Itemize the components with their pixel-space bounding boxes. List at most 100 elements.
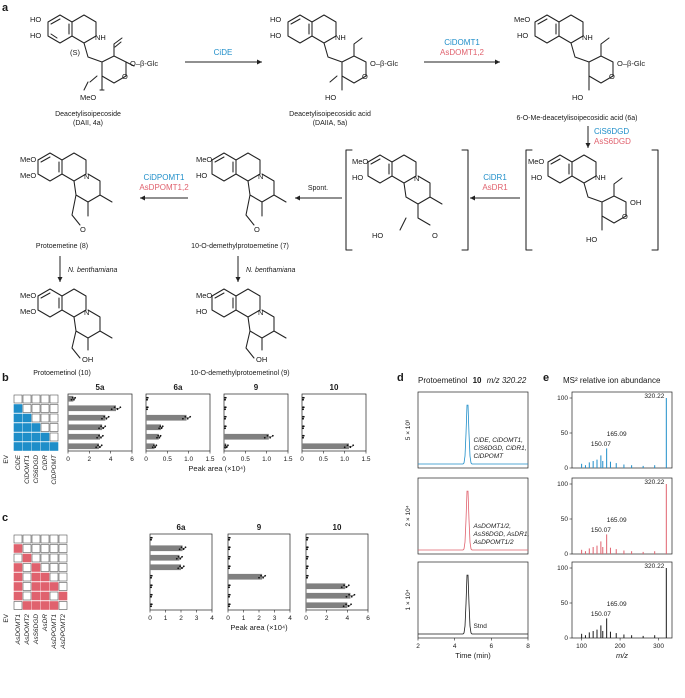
x-tick-label: 4 bbox=[346, 615, 350, 622]
matrix-cell bbox=[22, 413, 32, 423]
y-tick-label: 0 bbox=[564, 635, 568, 642]
x-tick-label: 0 bbox=[226, 615, 230, 622]
data-point bbox=[146, 396, 149, 399]
matrix-cell bbox=[31, 423, 41, 432]
matrix-cell bbox=[22, 582, 32, 591]
y-tick-label: 50 bbox=[561, 430, 569, 437]
matrix-cell bbox=[13, 413, 23, 423]
y-tick-label: 100 bbox=[557, 395, 568, 402]
bar bbox=[150, 554, 180, 561]
label-spontaneous: Spont. bbox=[308, 185, 328, 192]
x-tick-label: 1.5 bbox=[283, 456, 292, 463]
compound-10-name: Protoemetinol (10) bbox=[33, 370, 91, 377]
data-point bbox=[306, 565, 309, 568]
data-point bbox=[228, 593, 231, 596]
matrix-cell bbox=[49, 563, 59, 572]
atom-ho-9: HO bbox=[196, 307, 207, 316]
compound-daiia-name: Deacetylisoipecosidic acid bbox=[289, 111, 371, 118]
atom-n-8: N bbox=[84, 172, 89, 181]
x-tick-label: 1 bbox=[164, 615, 168, 622]
enzyme-cidpomt1: CiDPOMT1 bbox=[144, 173, 185, 182]
matrix-cell bbox=[49, 394, 59, 404]
data-point bbox=[302, 436, 304, 439]
bar-chart-frame bbox=[67, 393, 133, 452]
data-point bbox=[343, 446, 346, 449]
data-point bbox=[345, 586, 348, 589]
data-point bbox=[306, 557, 308, 560]
atom-oh-9: OH bbox=[256, 355, 267, 364]
data-point bbox=[346, 444, 349, 447]
matrix-cell bbox=[31, 442, 41, 451]
matrix-label: AsDPOMT2 bbox=[60, 614, 67, 650]
bar bbox=[150, 545, 183, 552]
matrix-cell bbox=[49, 572, 59, 582]
data-point bbox=[348, 593, 351, 596]
matrix-cell bbox=[31, 601, 41, 610]
panel-label-a: a bbox=[2, 2, 9, 14]
data-point bbox=[228, 605, 230, 608]
data-point bbox=[350, 595, 353, 598]
chromatogram-trace bbox=[418, 404, 528, 465]
x-tick-label: 0.5 bbox=[319, 456, 328, 463]
panel-d-title-number: 10 bbox=[473, 376, 482, 385]
data-point bbox=[306, 576, 308, 579]
data-point bbox=[349, 446, 352, 449]
data-point bbox=[179, 565, 181, 568]
enzyme-cidr1: CiDR1 bbox=[483, 173, 507, 182]
atom-ho-4: HO bbox=[270, 31, 281, 40]
data-point bbox=[150, 603, 153, 606]
data-point bbox=[181, 555, 184, 558]
matrix-label: EV bbox=[3, 613, 10, 622]
matrix-cell bbox=[49, 413, 59, 423]
y-tick-label: 100 bbox=[557, 565, 568, 572]
matrix-cell bbox=[40, 404, 50, 413]
data-point bbox=[177, 555, 180, 558]
compound-daiia-sub: (DAIIA, 5a) bbox=[313, 120, 348, 127]
data-point bbox=[100, 425, 103, 428]
data-point bbox=[150, 536, 153, 539]
chromatogram-scale: 5 × 10³ bbox=[405, 419, 412, 440]
x-tick-label: 2 bbox=[325, 615, 329, 622]
data-point bbox=[302, 425, 305, 428]
data-point bbox=[224, 446, 226, 449]
matrix-cell bbox=[13, 582, 23, 591]
matrix-cell bbox=[22, 553, 32, 563]
data-point bbox=[105, 417, 108, 420]
data-point bbox=[100, 444, 103, 447]
panel-d-title-text: Protoemetinol bbox=[418, 376, 468, 385]
compound-daii-name: Deacetylisoipecoside bbox=[55, 111, 121, 118]
matrix-cell bbox=[31, 404, 41, 413]
label-nbenth-2: N. benthamiana bbox=[246, 267, 296, 274]
data-point bbox=[306, 555, 309, 558]
data-point bbox=[175, 557, 178, 560]
enzyme-cidomt1: CiDOMT1 bbox=[444, 38, 480, 47]
data-point bbox=[161, 425, 164, 428]
atom-meo-9: MeO bbox=[196, 291, 212, 300]
data-point bbox=[266, 434, 269, 437]
data-point bbox=[98, 427, 100, 430]
data-point bbox=[101, 417, 103, 420]
matrix-cell bbox=[22, 601, 32, 610]
matrix-cell bbox=[40, 534, 50, 544]
enzyme-asdr1: AsDR1 bbox=[482, 183, 508, 192]
data-point bbox=[150, 576, 152, 579]
data-point bbox=[182, 565, 185, 568]
data-point bbox=[179, 557, 182, 560]
atom-n-7: N bbox=[258, 172, 263, 181]
matrix-cell bbox=[13, 394, 23, 404]
data-point bbox=[151, 446, 154, 449]
matrix-cell bbox=[13, 591, 23, 601]
matrix-cell bbox=[49, 534, 59, 544]
bar-chart-frame bbox=[301, 393, 367, 452]
enzyme-cide: CiDE bbox=[214, 48, 233, 57]
data-point bbox=[224, 427, 226, 430]
data-point bbox=[98, 446, 101, 449]
enzyme-asdpomt12: AsDPOMT1,2 bbox=[139, 183, 189, 192]
matrix-cell bbox=[13, 423, 23, 432]
matrix-label: AsDR bbox=[42, 614, 49, 632]
matrix-cell bbox=[40, 582, 50, 591]
x-tick-label: 3 bbox=[273, 615, 277, 622]
bar bbox=[146, 433, 159, 440]
data-point bbox=[119, 406, 122, 409]
atom-n-10: N bbox=[84, 308, 89, 317]
